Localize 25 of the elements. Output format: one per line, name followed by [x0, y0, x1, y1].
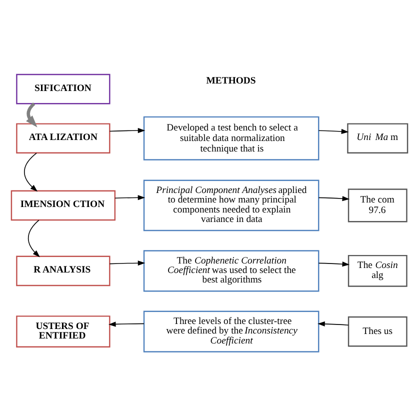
node-box: USTERS OF ENTIFIED — [16, 316, 110, 348]
node-box: Uni Ma m — [347, 123, 408, 154]
label: METHODS — [206, 75, 256, 86]
node-box: The Cosin alg — [348, 254, 408, 287]
arrow — [26, 102, 38, 128]
arrow — [108, 322, 144, 327]
arrow — [114, 195, 146, 200]
node-box: The com 97.6 — [348, 188, 408, 222]
node-box: R ANALYSIS — [16, 256, 110, 286]
arrow — [318, 196, 350, 202]
node-box: Developed a test bench to select a suitable data normalization technique that is — [143, 116, 320, 160]
node-box: SIFICATION — [16, 74, 110, 104]
arrow — [318, 262, 350, 267]
node-box: The Cophenetic Correlation Coefficient was used to select the best algorithms — [143, 250, 320, 292]
node-box: IMENSION CTION — [10, 190, 116, 221]
arrow — [318, 128, 349, 134]
arrow — [109, 260, 146, 266]
node-box: Principal Component Analyses applied to determine how many principal components needed to explain variance in data — [143, 180, 320, 232]
arrow — [109, 128, 146, 134]
node-box: Thes us — [348, 316, 408, 347]
node-box: Three levels of the cluster-tree were defined by the Inconsistency Coefficient — [143, 310, 320, 352]
arrow — [28, 220, 40, 258]
arrow — [318, 321, 349, 327]
arrow — [24, 152, 38, 192]
node-box: ATA LIZATION — [16, 123, 110, 154]
